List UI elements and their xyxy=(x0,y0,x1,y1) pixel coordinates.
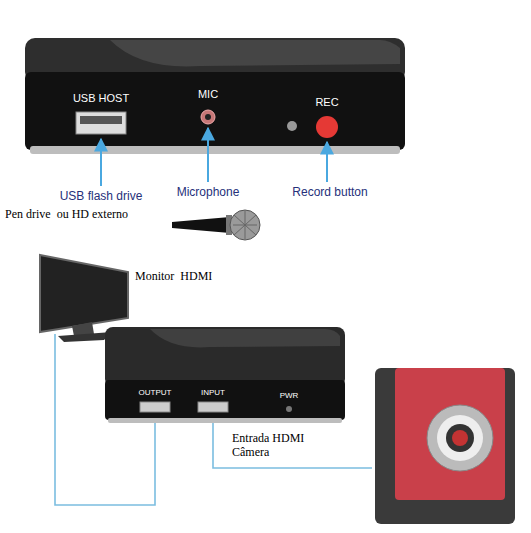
mic-jack-hole xyxy=(205,114,211,120)
recorder-base xyxy=(30,146,400,154)
port-label: USB HOST xyxy=(73,92,129,105)
leader-arrow xyxy=(100,139,102,186)
recorder-back-view xyxy=(105,327,345,423)
port-label: INPUT xyxy=(201,388,225,397)
led xyxy=(287,121,297,131)
recorder-back xyxy=(105,380,345,420)
camera-body xyxy=(375,368,515,524)
mic-grille xyxy=(230,210,260,240)
mic-jack xyxy=(201,110,215,124)
recorder-top xyxy=(105,327,345,387)
leader-arrows xyxy=(101,128,327,186)
rec-button xyxy=(316,116,338,138)
recorder-top-swoosh xyxy=(110,40,400,66)
camera-picture xyxy=(375,368,515,524)
usb-port-inner xyxy=(80,116,122,124)
port-label: REC xyxy=(315,96,338,109)
lens-opening xyxy=(446,424,474,452)
device-note: Monitor HDMI xyxy=(135,270,212,284)
mic-grille-mesh xyxy=(233,211,257,239)
port-label: PWR xyxy=(280,391,299,400)
device-note: Entrada HDMI Câmera xyxy=(232,432,318,460)
sensor xyxy=(452,430,468,446)
callout-label: USB flash drive xyxy=(60,190,143,204)
monitor-stand xyxy=(58,332,112,342)
usb-port xyxy=(76,112,126,134)
port-label: OUTPUT xyxy=(139,388,172,397)
lens-mount xyxy=(437,415,483,461)
monitor-screen xyxy=(40,255,128,332)
microphone-picture xyxy=(172,210,260,240)
lens-ring xyxy=(427,405,493,471)
hdmi-port xyxy=(198,402,228,412)
callout-label: Record button xyxy=(292,186,367,200)
leader-arrow xyxy=(207,128,209,182)
recorder-front xyxy=(25,72,405,150)
hdmi-port xyxy=(140,402,170,412)
leader-arrow xyxy=(326,142,328,182)
mic-handle xyxy=(172,217,230,233)
power-jack xyxy=(286,406,292,412)
camera-front xyxy=(395,368,505,500)
device-note: Pen drive ou HD externo xyxy=(5,208,128,222)
recorder-front-view xyxy=(25,38,405,154)
recorder-top-swoosh xyxy=(150,329,340,347)
callout-label: Microphone xyxy=(177,186,240,200)
recorder-base xyxy=(108,418,342,423)
port-label: MIC xyxy=(198,88,218,101)
